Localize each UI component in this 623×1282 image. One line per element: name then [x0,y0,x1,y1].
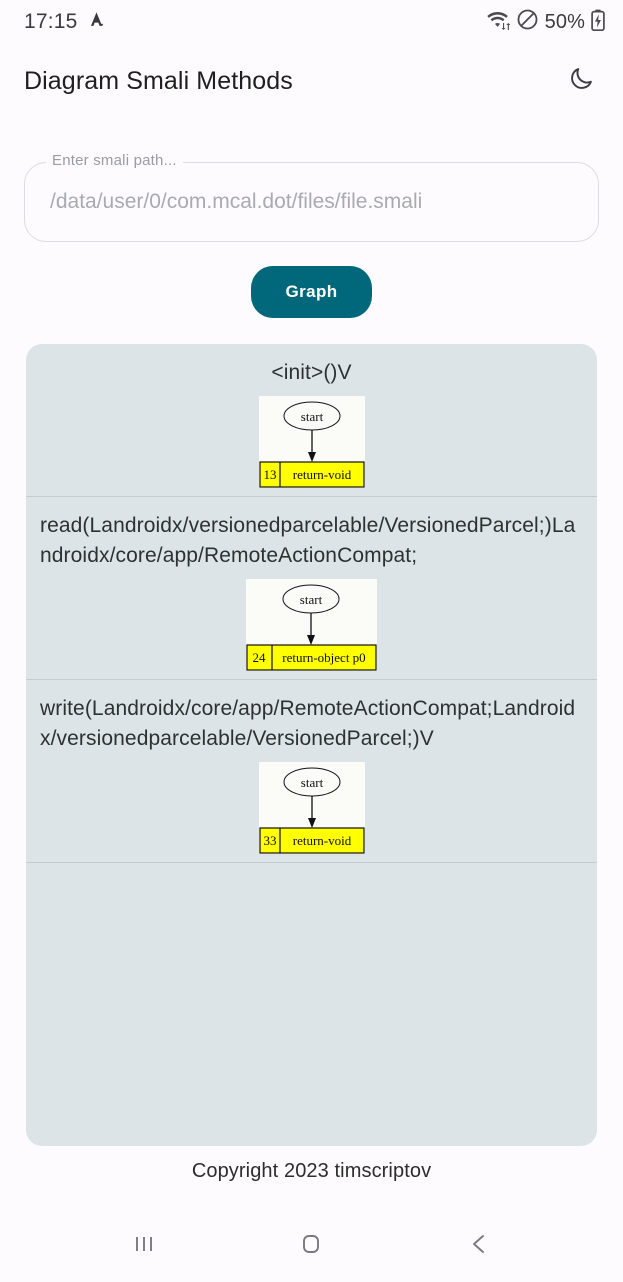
action-row: Graph [0,266,623,318]
wifi-transfer-icon [486,9,510,36]
app-bar: Diagram Smali Methods [0,44,623,118]
start-node-label: start [300,409,323,424]
status-bar-right: 50% [486,8,605,36]
battery-percent-label: 50% [544,10,585,33]
theme-toggle-button[interactable] [559,59,603,103]
status-clock: 17:15 [24,10,78,33]
node-index-label: 33 [263,833,276,848]
back-button[interactable] [451,1218,507,1274]
status-bar-left: 17:15 [24,10,106,34]
page-title: Diagram Smali Methods [24,66,293,95]
cfg-diagram-1: start 24 return-object p0 [246,579,377,671]
home-button[interactable] [283,1218,339,1274]
list-item[interactable]: write(Landroidx/core/app/RemoteActionCom… [26,680,597,863]
method-signature: <init>()V [271,361,352,384]
cfg-diagram-2: start 33 return-void [258,762,365,854]
android-nav-bar [0,1210,623,1282]
node-index-label: 24 [253,650,267,665]
method-signature: read(Landroidx/versionedparcelable/Versi… [40,514,576,567]
status-bar: 17:15 50% [0,0,623,44]
method-graph[interactable]: start 33 return-void [38,762,585,854]
node-instruction-label: return-void [292,833,351,848]
battery-charging-icon [591,9,605,36]
graph-button[interactable]: Graph [251,266,372,318]
list-item[interactable]: read(Landroidx/versionedparcelable/Versi… [26,497,597,680]
list-item[interactable]: <init>()V start 13 return-void [26,344,597,497]
start-node-label: start [300,592,323,607]
recents-icon [131,1231,157,1262]
list-empty-space [26,863,597,1117]
recents-button[interactable] [116,1218,172,1274]
do-not-disturb-icon [516,8,539,36]
copyright-footer: Copyright 2023 timscriptov [191,1160,432,1182]
cfg-diagram-0: start 13 return-void [258,396,365,488]
alarm-a-icon [87,10,106,34]
home-icon [298,1231,324,1262]
smali-path-field[interactable]: Enter smali path... [24,152,599,242]
method-graph[interactable]: start 13 return-void [38,396,585,488]
node-instruction-label: return-object p0 [282,650,365,665]
methods-result-card[interactable]: <init>()V start 13 return-void read(Land… [26,344,597,1146]
method-graph[interactable]: start 24 return-object p0 [38,579,585,671]
back-icon [466,1231,492,1262]
node-instruction-label: return-void [292,467,351,482]
node-index-label: 13 [263,467,276,482]
start-node-label: start [300,775,323,790]
method-signature: write(Landroidx/core/app/RemoteActionCom… [40,697,576,750]
moon-icon [568,65,595,97]
search-input[interactable] [24,162,599,242]
